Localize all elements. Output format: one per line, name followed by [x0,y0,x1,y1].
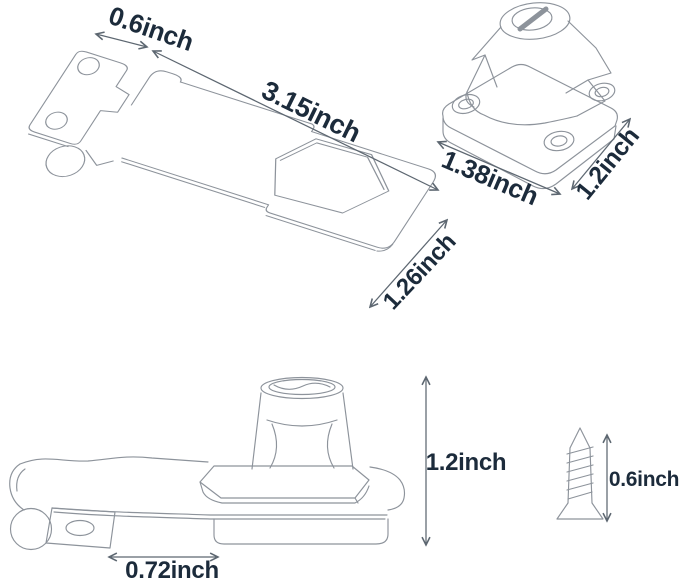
screw-drawing [556,427,604,520]
coin-slot-icon [273,382,331,390]
screw-hole-icon [45,111,68,130]
dim-base-width [438,142,560,194]
oval-hole-icon [65,519,95,537]
dim-hasp-length [153,51,438,190]
coin-slot-icon [517,6,549,32]
dim-hasp-gap [96,34,147,47]
dimension-label-screw-length: 0.6inch [608,468,679,491]
dimension-label-assembly-height: 1.2inch [425,449,507,476]
hinge-pin-icon [9,507,53,551]
hinge-pin-icon [45,145,86,178]
dimension-arrows [96,34,630,557]
dim-hasp-width [370,220,447,307]
lock-base-drawing [442,2,618,190]
dim-base-depth [572,119,630,189]
screw-hole-icon [77,57,100,76]
screw-hole-icon [451,93,481,115]
hasp-plate-drawing [27,50,437,252]
screw-hole-icon [543,130,575,152]
latch-side-view-drawing [9,376,406,551]
dimension-label-staple-length: 0.72inch [125,557,219,582]
hex-cutout-icon [274,138,390,214]
